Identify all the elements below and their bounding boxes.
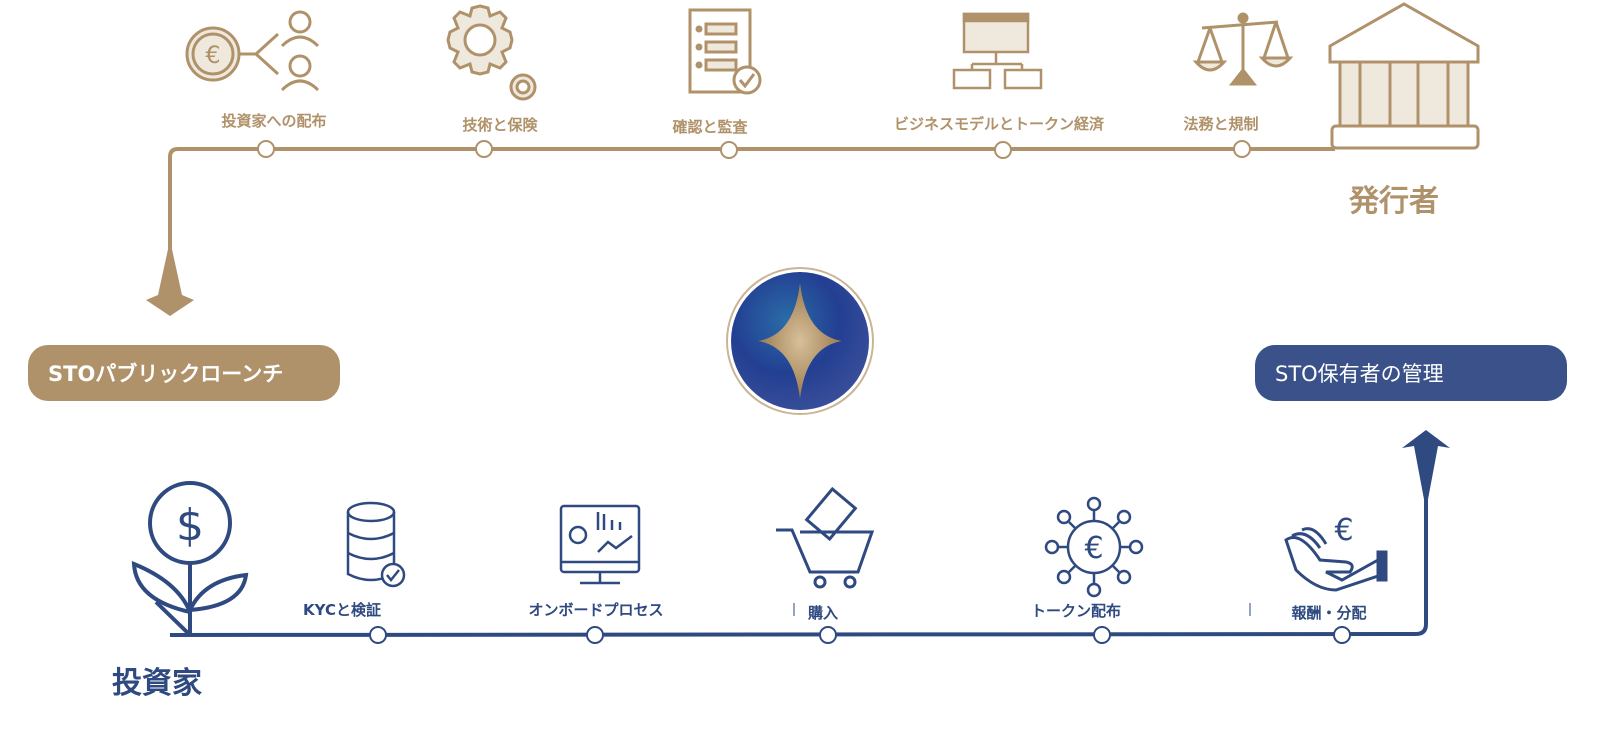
up-arrow-icon: [1402, 430, 1450, 510]
bank-building-icon: [1328, 2, 1480, 150]
database-check-icon: [346, 501, 406, 588]
investor-step-label: オンボードプロセス: [528, 601, 664, 619]
investor-step-label: 報酬・分配: [1291, 604, 1367, 622]
issuer-step-label: 確認と監査: [672, 118, 748, 136]
step-node: [1093, 626, 1111, 644]
checklist-icon: [688, 8, 762, 95]
step-node: [369, 626, 387, 644]
investor-step-label: KYCと検証: [303, 601, 381, 619]
investor-timeline: [169, 430, 1450, 644]
issuer-step-label: 技術と保険: [462, 116, 538, 134]
sto-public-launch-label: STOパブリックローンチ: [48, 362, 284, 386]
euro-distribution-icon: €: [185, 10, 320, 92]
issuer-title: 発行者: [1349, 184, 1439, 219]
issuer-timeline: [146, 140, 1335, 316]
step-node: [475, 140, 493, 158]
monitor-chart-icon: [559, 504, 641, 585]
issuer-step-label: ビジネスモデルとトークン経済: [893, 115, 1105, 133]
step-node: [1333, 626, 1351, 644]
hand-euro-icon: €: [1284, 513, 1388, 592]
investor-step-label: トークン配布: [1030, 602, 1122, 620]
svg-text:$: $: [176, 500, 204, 551]
step-node: [257, 140, 275, 158]
investor-step-label: 購入: [807, 604, 839, 622]
step-node: [720, 141, 738, 159]
down-arrow-icon: [146, 240, 194, 316]
step-node: [1233, 140, 1251, 158]
org-chart-icon: [952, 12, 1043, 90]
shopping-cart-icon: [776, 486, 875, 589]
dollar-plant-icon: $: [131, 481, 249, 637]
investor-title: 投資家: [112, 666, 202, 701]
issuer-step-label: 投資家への配布: [221, 112, 327, 130]
step-node: [586, 626, 604, 644]
step-node: [994, 141, 1012, 159]
svg-text:€: €: [205, 41, 220, 69]
euro-network-icon: €: [1044, 496, 1144, 598]
gears-icon: [446, 4, 537, 101]
issuer-step-label: 法務と規制: [1183, 115, 1259, 133]
sto-holder-management-pill: STO保有者の管理: [1255, 345, 1567, 401]
scales-icon: [1192, 12, 1294, 86]
svg-text:€: €: [1334, 513, 1353, 548]
sto-holder-management-label: STO保有者の管理: [1275, 362, 1444, 386]
step-node: [819, 626, 837, 644]
svg-text:€: €: [1084, 531, 1103, 566]
star-logo-icon: [726, 267, 874, 415]
sto-public-launch-pill: STOパブリックローンチ: [28, 345, 340, 401]
